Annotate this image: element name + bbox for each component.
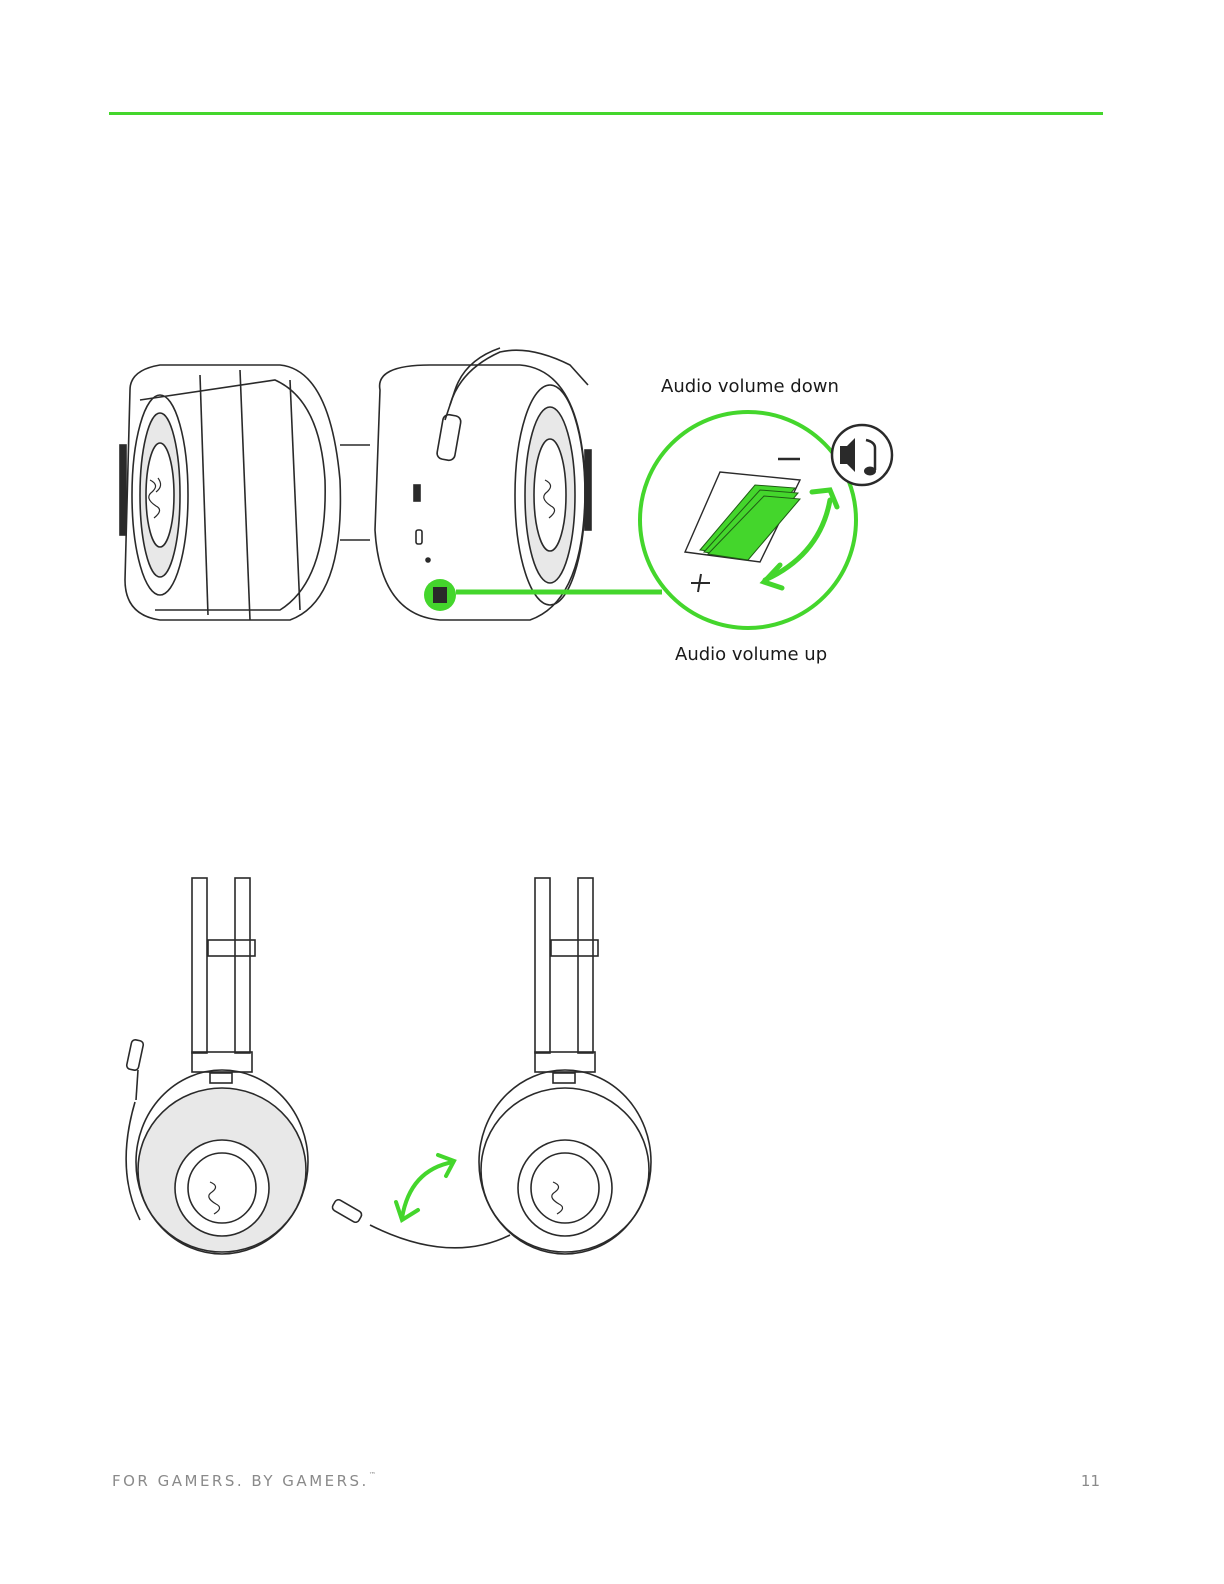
volume-up-label: Audio volume up: [675, 644, 828, 665]
speaker-music-icon: [830, 423, 894, 487]
microphone-icon: [125, 1039, 145, 1071]
page-number: 11: [1080, 1472, 1100, 1490]
double-arrow-icon: [394, 1153, 457, 1224]
volume-wheel-callout: [638, 410, 858, 630]
left-headset-side: [125, 877, 309, 1255]
footer-tagline-text: FOR GAMERS. BY GAMERS.: [112, 1472, 369, 1490]
headset-volume-figure: [119, 347, 894, 630]
microphone-rotation-figure: [125, 877, 652, 1255]
double-arrow-icon: [759, 487, 840, 591]
left-earcup: [119, 364, 342, 621]
volume-down-label: Audio volume down: [661, 376, 839, 397]
headband: [340, 444, 370, 541]
razer-logo-icon: [551, 1181, 564, 1215]
right-headset-side: [331, 877, 652, 1255]
left-cushion: [131, 394, 189, 596]
razer-logo-icon: [543, 479, 556, 519]
microphone-icon: [331, 1198, 363, 1224]
right-earcup: [374, 347, 592, 621]
trademark-symbol: ™: [368, 1471, 376, 1479]
footer-tagline: FOR GAMERS. BY GAMERS.™: [112, 1471, 376, 1490]
volume-wheel-icon: [683, 471, 802, 563]
razer-logo-icon: [208, 1181, 221, 1215]
header-rule: [109, 112, 1103, 115]
razer-logo-icon: [148, 477, 162, 519]
